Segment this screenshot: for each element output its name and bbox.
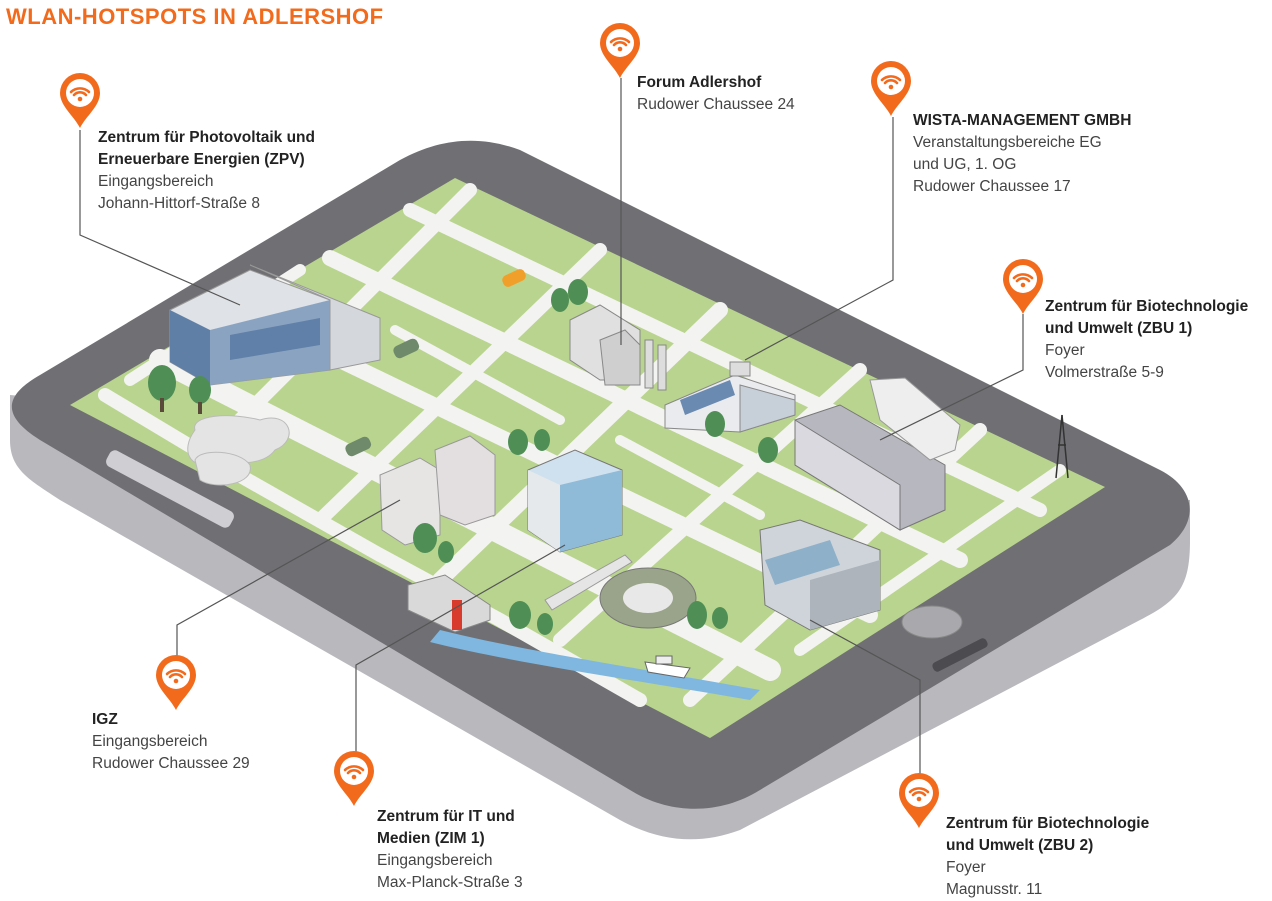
lake-left-small — [194, 451, 251, 486]
hotspot-line: Eingangsbereich — [98, 173, 214, 190]
tablet-port — [932, 638, 988, 672]
hotspot-label-zbu1: Zentrum für Biotechnologie und Umwelt (Z… — [1045, 296, 1248, 384]
leader-lines — [79, 78, 1024, 778]
hotspot-label-igz: IGZ Eingangsbereich Rudower Chaussee 29 — [92, 709, 250, 775]
hotspot-title: Zentrum für IT und — [377, 808, 515, 825]
hotspot-line: Volmerstraße 5-9 — [1045, 364, 1164, 381]
wifi-pin-icon[interactable] — [1000, 258, 1046, 316]
trees — [148, 279, 778, 635]
building-zpv — [169, 264, 381, 386]
hotspot-line: Rudower Chaussee 17 — [913, 178, 1071, 195]
building-zbu2 — [759, 519, 881, 631]
wifi-pin-icon[interactable] — [896, 772, 942, 830]
hotspot-line: Max-Planck-Straße 3 — [377, 874, 523, 891]
building-zim — [527, 449, 623, 553]
hotspot-title-2: Erneuerbare Energien (ZPV) — [98, 151, 305, 168]
leader-line — [79, 130, 241, 306]
hotspot-label-forum: Forum Adlershof Rudower Chaussee 24 — [637, 72, 795, 116]
radio-tower — [1055, 414, 1069, 479]
hotspot-line: Foyer — [946, 859, 986, 876]
tablet-side-button — [106, 450, 234, 528]
boat — [644, 655, 691, 679]
hotspot-line: Rudower Chaussee 24 — [637, 96, 795, 113]
wifi-pin-icon[interactable] — [868, 60, 914, 118]
factory — [407, 574, 491, 633]
building-zbu1 — [794, 377, 961, 531]
hotspot-title-2: und Umwelt (ZBU 2) — [946, 837, 1094, 854]
hotspot-title: IGZ — [92, 711, 118, 728]
wifi-pin-icon[interactable] — [153, 654, 199, 712]
wifi-pin-icon[interactable] — [597, 22, 643, 80]
hotspot-line: Rudower Chaussee 29 — [92, 755, 250, 772]
hotspot-line: Johann-Hittorf-Straße 8 — [98, 195, 260, 212]
building-wista — [664, 361, 796, 433]
hotspot-line: und UG, 1. OG — [913, 156, 1017, 173]
hotspot-label-zim: Zentrum für IT und Medien (ZIM 1) Eingan… — [377, 806, 523, 894]
leader-line — [176, 499, 401, 660]
hotspot-title: Zentrum für Biotechnologie — [1045, 298, 1249, 315]
round-building — [544, 554, 697, 629]
hotspot-title-2: Medien (ZIM 1) — [377, 830, 485, 847]
hotspot-line: Eingangsbereich — [377, 852, 493, 869]
river — [430, 630, 760, 700]
leader-line — [879, 314, 1024, 441]
tablet-home-button — [901, 605, 963, 639]
hotspot-title-2: und Umwelt (ZBU 1) — [1045, 320, 1193, 337]
leader-line — [355, 544, 566, 755]
wifi-pin-icon[interactable] — [57, 72, 103, 130]
hotspot-title: Zentrum für Photovoltaik und — [98, 129, 315, 146]
building-forum — [569, 304, 667, 391]
leader-line — [809, 619, 921, 778]
hotspot-line: Veranstaltungsbereiche EG — [913, 134, 1102, 151]
hotspot-label-wista: WISTA-MANAGEMENT GMBH Veranstaltungsbere… — [913, 110, 1131, 198]
hotspot-label-zbu2: Zentrum für Biotechnologie und Umwelt (Z… — [946, 813, 1149, 901]
hotspot-line: Foyer — [1045, 342, 1085, 359]
hotspot-title: Zentrum für Biotechnologie — [946, 815, 1150, 832]
page-title: WLAN-HOTSPOTS IN ADLERSHOF — [6, 4, 384, 29]
hotspot-label-zpv: Zentrum für Photovoltaik und Erneuerbare… — [98, 127, 315, 215]
wifi-pin-icon[interactable] — [331, 750, 377, 808]
cars — [345, 269, 526, 457]
hotspot-line: Magnusstr. 11 — [946, 881, 1043, 898]
hotspot-title: WISTA-MANAGEMENT GMBH — [913, 112, 1132, 129]
leader-line — [744, 117, 894, 361]
hotspot-title: Forum Adlershof — [637, 74, 762, 91]
hotspot-line: Eingangsbereich — [92, 733, 208, 750]
